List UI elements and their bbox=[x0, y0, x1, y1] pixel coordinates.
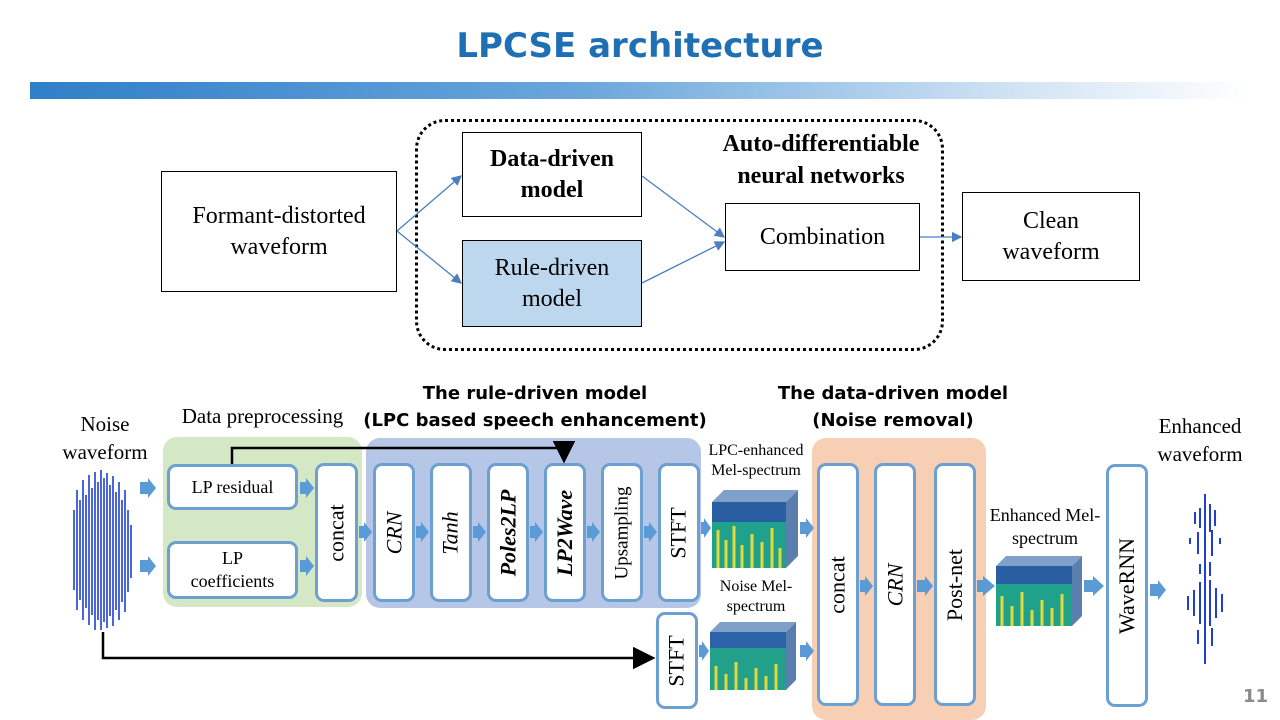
noise-mel-spectrogram-icon bbox=[710, 622, 796, 690]
tanh-block: Tanh bbox=[430, 463, 472, 602]
noise-waveform-label: Noise waveform bbox=[62, 412, 148, 464]
input-box: Formant-distorted waveform bbox=[161, 171, 397, 292]
lp-residual-label: LP residual bbox=[191, 476, 274, 497]
title-underline-bar bbox=[30, 82, 1250, 99]
neural-network-group-border bbox=[415, 119, 944, 351]
output-label: Clean waveform bbox=[1002, 207, 1100, 265]
stft-block-rule: STFT bbox=[658, 463, 700, 602]
data-driven-title: The data-driven model bbox=[777, 383, 1009, 404]
lp2wave-block: LP2Wave bbox=[544, 463, 586, 602]
upsampling-block: Upsampling bbox=[601, 463, 643, 602]
lp-coefficients-label: LP coefficients bbox=[190, 548, 275, 591]
page-number: 11 bbox=[1242, 686, 1268, 707]
enhanced-mel-spectrogram-icon bbox=[996, 556, 1082, 626]
combination-box: Combination bbox=[725, 203, 920, 271]
postnet-block: Post-net bbox=[934, 463, 976, 706]
data-driven-subtitle: (Noise removal) bbox=[812, 410, 974, 431]
stft-block-bottom: STFT bbox=[656, 612, 698, 709]
enhanced-mel-label: Enhanced Mel-spectrum bbox=[989, 505, 1101, 548]
lpc-enhanced-spectrogram-icon bbox=[712, 490, 798, 568]
rule-driven-title: The rule-driven model bbox=[422, 383, 648, 404]
concat-box-preprocessing: concat bbox=[315, 463, 358, 602]
combination-label: Combination bbox=[759, 223, 886, 250]
lpc-enhanced-mel-label: LPC-enhanced Mel-spectrum bbox=[708, 442, 804, 479]
output-box: Clean waveform bbox=[962, 192, 1140, 281]
lp-residual-box: LP residual bbox=[167, 464, 298, 510]
rule-driven-panel bbox=[366, 438, 701, 608]
poles2lp-block: Poles2LP bbox=[487, 463, 529, 602]
data-preprocessing-label: Data preprocessing bbox=[181, 404, 344, 428]
group-label: Auto-differentiable neural networks bbox=[722, 131, 920, 189]
wavernn-block: WaveRNN bbox=[1106, 464, 1148, 707]
input-label: Formant-distorted waveform bbox=[192, 202, 366, 260]
data-driven-model-box: Data-driven model bbox=[462, 132, 642, 217]
concat-block-data: concat bbox=[817, 463, 859, 706]
data-driven-model-label: Data-driven model bbox=[490, 145, 614, 203]
enhanced-waveform-label: Enhanced waveform bbox=[1157, 414, 1243, 466]
crn-block-data: CRN bbox=[874, 463, 916, 706]
rule-driven-model-box: Rule-driven model bbox=[462, 240, 642, 327]
rule-driven-model-label: Rule-driven model bbox=[494, 254, 610, 312]
crn-block-rule: CRN bbox=[373, 463, 415, 602]
enhanced-waveform-icon bbox=[1187, 494, 1223, 664]
noise-waveform-icon bbox=[73, 470, 132, 630]
lp-coefficients-box: LP coefficients bbox=[167, 541, 298, 599]
page-title: LPCSE architecture bbox=[456, 26, 824, 66]
noise-mel-label: Noise Mel-spectrum bbox=[719, 578, 793, 615]
rule-driven-subtitle: (LPC based speech enhancement) bbox=[363, 410, 707, 431]
